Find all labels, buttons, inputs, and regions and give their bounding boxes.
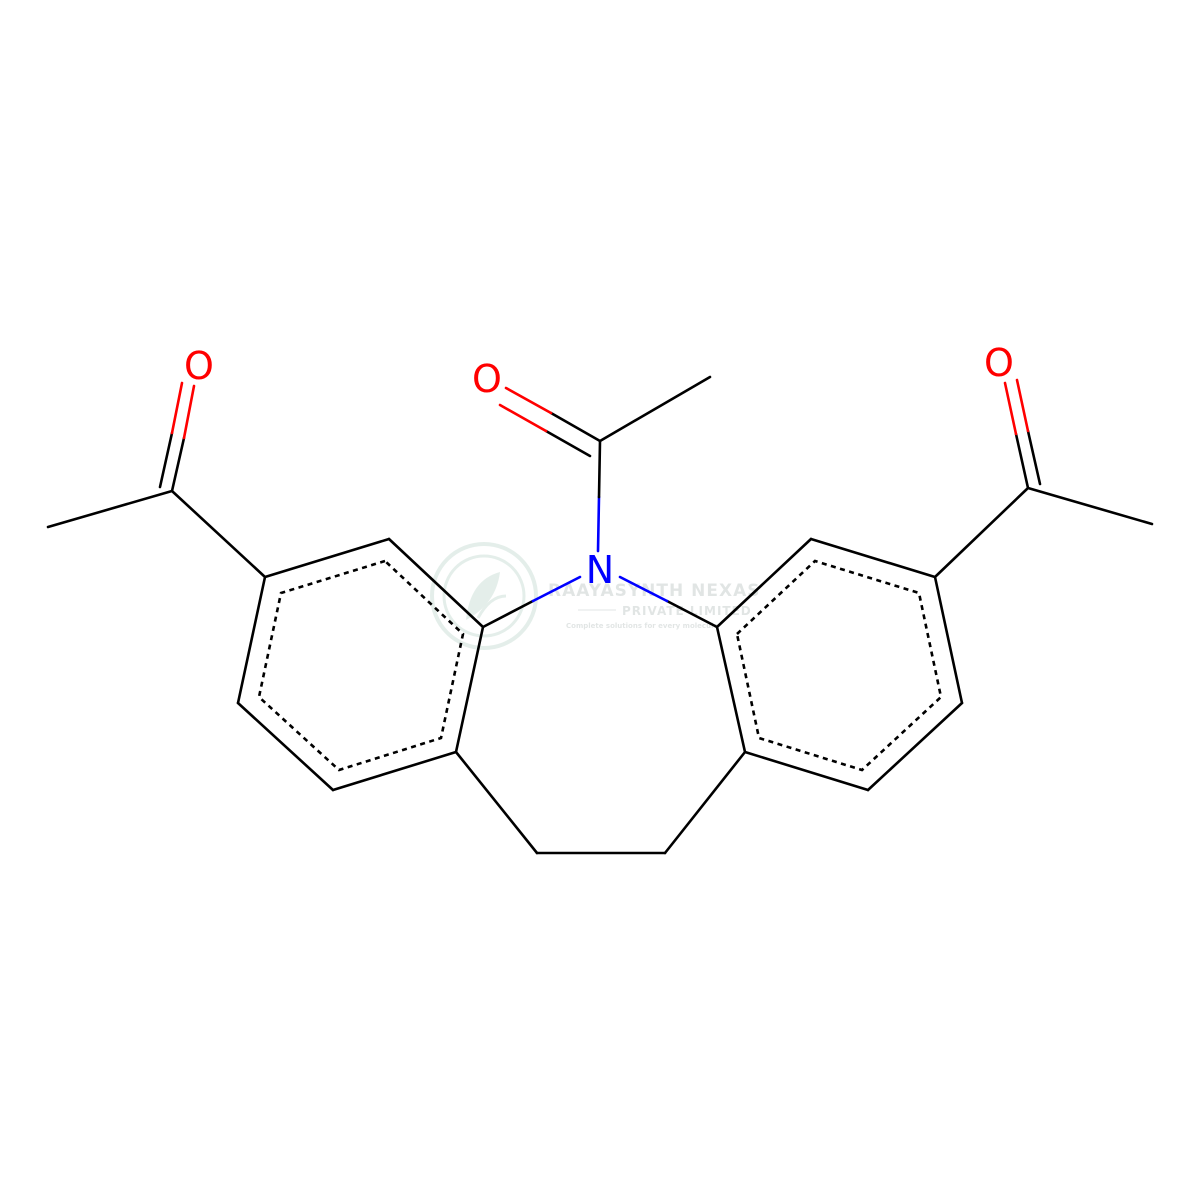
bond [170,436,186,493]
bond [498,403,548,433]
bond [715,625,747,754]
bond [665,599,719,629]
bond [544,429,592,458]
nitrogen-ring-bonds [481,575,719,629]
bond [481,599,535,629]
bond [597,439,602,499]
aromatic-bonds [257,559,465,772]
bond [170,489,267,579]
n-acetyl-group [498,375,712,553]
bond [504,386,553,415]
bond [596,495,601,553]
ethylene-bridge [454,750,747,855]
bond [866,701,964,792]
bond [182,384,196,440]
bond [46,489,174,529]
right-acetyl-group [933,378,1154,579]
nitrogen-atom-label: N [586,548,614,592]
oxygen-atom-label-center: O [472,357,502,401]
bond [743,750,870,792]
bond [933,486,1030,579]
bond [809,537,937,579]
bond [663,750,747,855]
watermark-tagline: Complete solutions for every molecule [566,622,718,630]
bond [715,537,813,629]
bond [1015,378,1030,433]
oxygen-atom-label-left: O [184,344,214,388]
watermark-logo [430,542,538,650]
right-benzene-ring [715,537,964,792]
bond [933,575,964,705]
bond [331,750,458,792]
bond [454,625,485,754]
bond [158,431,174,489]
bond [1026,486,1154,526]
bond [531,575,582,603]
bond [263,537,391,579]
aromatic-bonds [735,559,943,772]
bond [598,375,712,443]
oxygen-atom-label-right: O [984,341,1014,385]
bond [236,575,267,705]
left-benzene-ring [236,537,485,792]
bond [387,537,485,629]
bond [1003,381,1018,436]
bond [236,701,335,792]
watermark: RAAYASYNTH NEXAS PRIVATE LIMITED Complet… [430,542,761,650]
bond [1026,429,1042,486]
bond [170,381,184,435]
watermark-company: RAAYASYNTH NEXAS [548,581,761,601]
bond [549,411,602,443]
bond [618,575,669,603]
bond [1014,432,1030,490]
left-acetyl-group [46,381,267,579]
bond [454,750,539,855]
